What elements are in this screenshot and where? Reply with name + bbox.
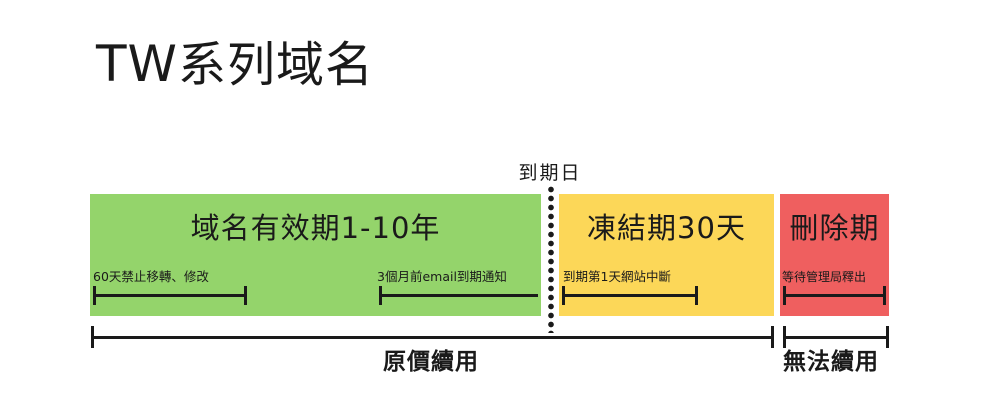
label-not-renewable: 無法續用 <box>783 349 879 375</box>
timeline-renewable <box>91 336 774 339</box>
expiry-divider <box>548 185 554 333</box>
expiry-date-label: 到期日 <box>518 162 582 184</box>
note-email-notice: 3個月前email到期通知 <box>377 269 507 284</box>
timeline-not-renewable <box>783 336 889 339</box>
phase-frozen-label: 凍結期30天 <box>587 211 746 245</box>
timeline-renewable-end <box>771 326 774 348</box>
title-chinese: 系列域名 <box>177 37 374 93</box>
title-latin: TW <box>96 35 178 93</box>
phase-valid: 域名有效期1-10年 60天禁止移轉、修改 3個月前email到期通知 <box>90 194 541 316</box>
bracket-no-transfer-end <box>244 286 247 305</box>
bracket-no-transfer-start <box>93 286 96 305</box>
bracket-email-notice-start <box>379 286 382 305</box>
phase-frozen: 凍結期30天 到期第1天網站中斷 <box>559 194 774 316</box>
timeline-not-renewable-end <box>886 326 889 348</box>
timeline-renewable-start <box>91 326 94 348</box>
bracket-site-down-end <box>695 286 698 305</box>
timeline-not-renewable-start <box>783 326 786 348</box>
bracket-await-release <box>783 294 886 297</box>
bracket-await-release-end <box>883 286 886 305</box>
phase-delete: 刪除期 等待管理局釋出 <box>780 194 889 316</box>
bracket-site-down <box>562 294 698 297</box>
phase-delete-label: 刪除期 <box>789 211 880 245</box>
bracket-await-release-start <box>783 286 786 305</box>
bracket-site-down-start <box>562 286 565 305</box>
note-await-release: 等待管理局釋出 <box>782 270 867 284</box>
bracket-email-notice <box>379 294 538 297</box>
phase-valid-label: 域名有效期1-10年 <box>190 211 441 245</box>
page-title: TW系列域名 <box>96 34 374 95</box>
note-no-transfer: 60天禁止移轉、修改 <box>93 269 209 284</box>
label-renewable: 原價續用 <box>383 349 479 375</box>
note-site-down: 到期第1天網站中斷 <box>563 269 671 284</box>
bracket-no-transfer <box>93 294 247 297</box>
